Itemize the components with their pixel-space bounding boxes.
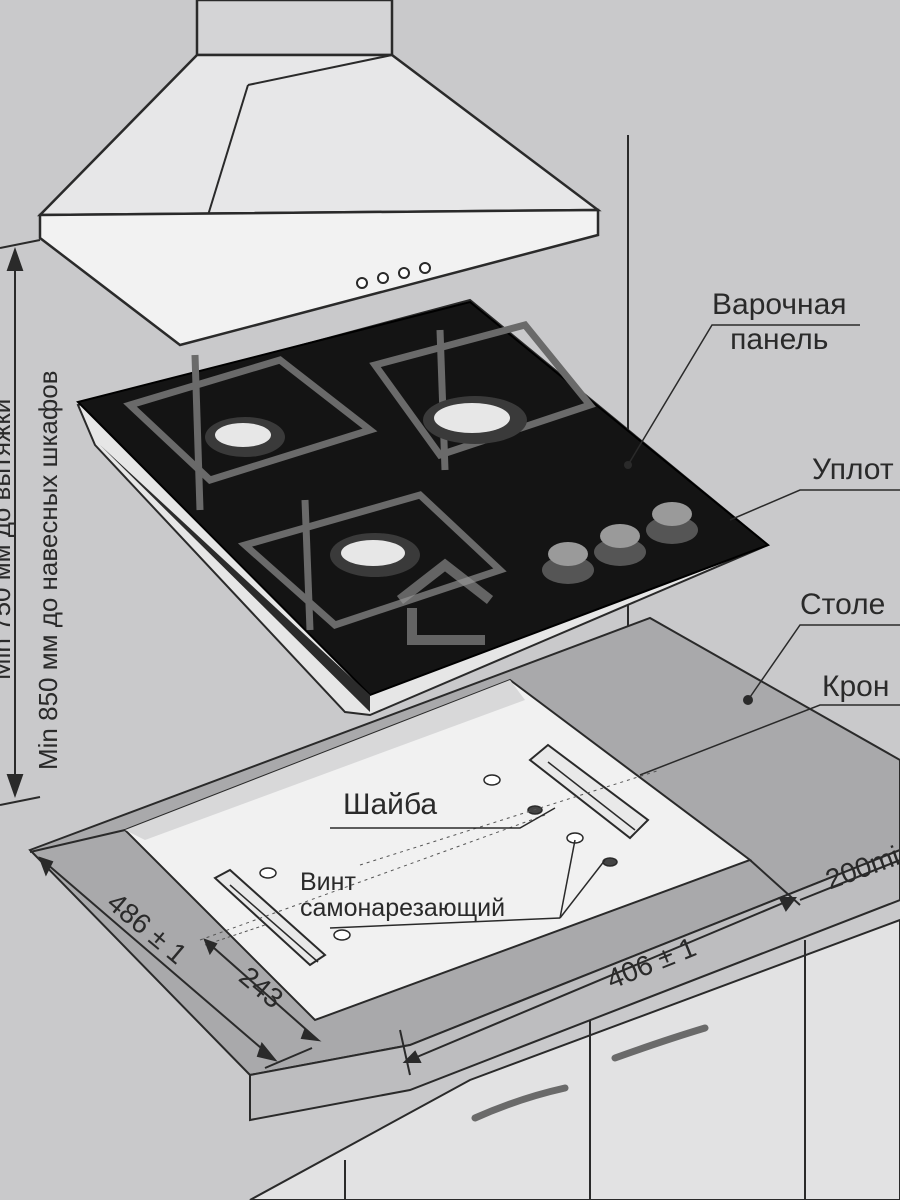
control-knobs bbox=[542, 502, 698, 584]
leader-dot bbox=[743, 695, 753, 705]
lower-cabinets bbox=[249, 918, 900, 1200]
burner-front bbox=[330, 533, 420, 577]
mounting-bracket-left bbox=[204, 868, 327, 967]
washer-label: Шайба bbox=[343, 788, 438, 821]
countertop-label: Столе bbox=[800, 588, 886, 621]
gas-hob bbox=[76, 298, 770, 717]
edge-dimension bbox=[799, 859, 900, 901]
screw-set bbox=[259, 774, 618, 941]
leader-lines bbox=[329, 324, 900, 929]
hood-button bbox=[398, 267, 410, 279]
hood-button bbox=[377, 272, 389, 284]
hood-canopy bbox=[36, 53, 602, 217]
hob-label: Варочная панель bbox=[712, 288, 847, 356]
hood-base bbox=[38, 208, 600, 347]
hood-clearance-label: Min 750 мм до вытяжки bbox=[0, 398, 16, 680]
width-dimension bbox=[399, 859, 801, 1076]
burner-rear-left bbox=[205, 417, 285, 457]
cutout-inner-wall bbox=[125, 680, 525, 840]
countertop-front-edge bbox=[249, 848, 900, 1122]
bracket-label: Крон bbox=[822, 670, 890, 703]
height-dimension bbox=[0, 239, 41, 806]
pan-supports bbox=[123, 321, 596, 631]
seal-label: Уплот bbox=[812, 453, 894, 486]
offset-dimension bbox=[203, 938, 322, 1042]
hood-button bbox=[419, 262, 431, 274]
cabinet-clearance-label: Min 850 мм до навесных шкафов bbox=[33, 370, 63, 770]
leader-dot bbox=[624, 461, 632, 469]
watermark-logo bbox=[396, 558, 494, 645]
screw-label-line1: Винт bbox=[300, 868, 356, 896]
cabinet-handle bbox=[471, 1084, 569, 1122]
screw-label-line2: самонарезающий bbox=[300, 894, 506, 922]
range-hood bbox=[36, 0, 602, 347]
mounting-bracket-right bbox=[528, 743, 650, 840]
hood-button bbox=[356, 277, 368, 289]
depth-dimension bbox=[29, 829, 313, 1069]
cabinet-handle bbox=[611, 1024, 709, 1062]
guide-lines bbox=[199, 769, 661, 941]
burner-rear-right bbox=[423, 396, 527, 444]
hood-chimney bbox=[195, 0, 394, 57]
